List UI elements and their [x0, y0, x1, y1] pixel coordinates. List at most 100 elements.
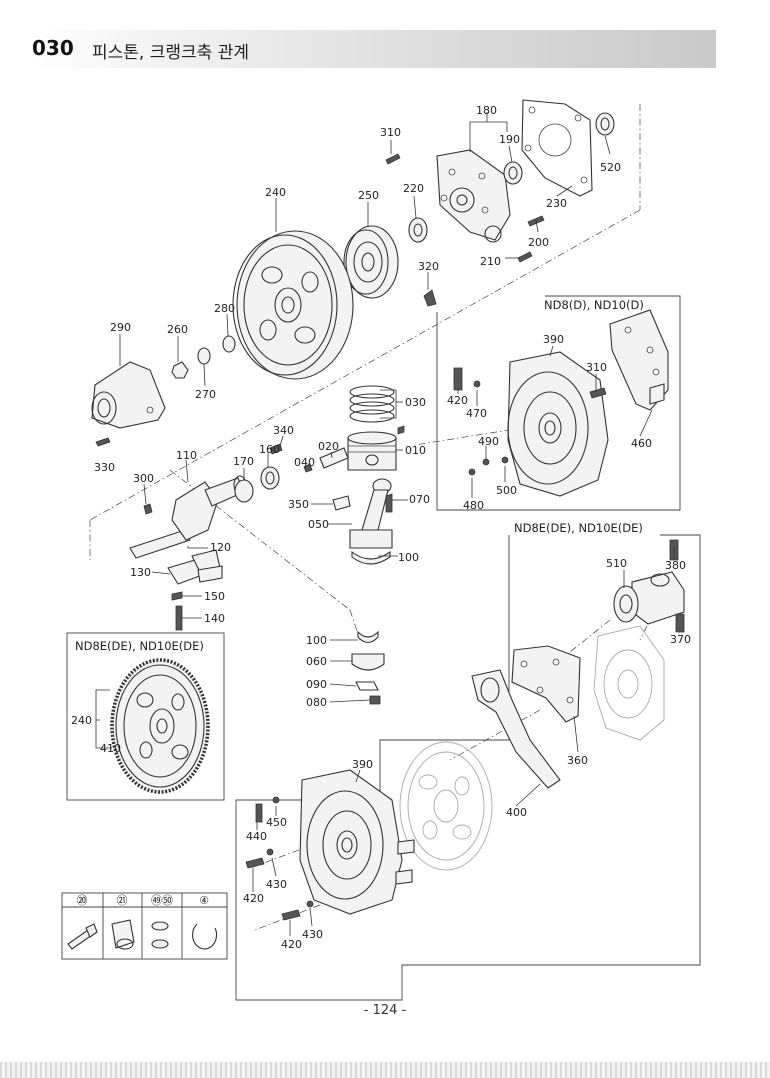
nut-260 — [171, 361, 189, 379]
part-label: 240 — [265, 186, 286, 199]
part-label: 360 — [567, 754, 588, 767]
key-340 — [269, 443, 283, 455]
oil-seal-220 — [408, 217, 428, 243]
part-label: 450 — [266, 816, 287, 829]
connecting-rod — [349, 478, 393, 549]
part-label: 300 — [133, 472, 154, 485]
leader-lines — [95, 112, 680, 936]
part-label: 490 — [478, 435, 499, 448]
bearing-100-upper — [351, 550, 391, 565]
oil-seal-190 — [503, 161, 523, 185]
bolt-440 — [255, 803, 263, 823]
part-label: 270 — [195, 388, 216, 401]
part-label: 060 — [306, 655, 327, 668]
bracket-460 — [609, 309, 669, 411]
box-nd8e-de-right — [235, 534, 701, 1001]
bearing-housing — [91, 361, 166, 429]
piston — [347, 431, 397, 471]
legend-col-3: ㊾㊿ — [151, 894, 173, 907]
part-label: 010 — [405, 444, 426, 457]
part-label: 350 — [288, 498, 309, 511]
gear-cover-faded — [593, 625, 665, 741]
part-label: 320 — [418, 260, 439, 273]
part-label: 260 — [167, 323, 188, 336]
bolt-330 — [95, 437, 111, 447]
part-label: 090 — [306, 678, 327, 691]
bush-350 — [332, 495, 351, 511]
box-label-nd8-d: ND8(D), ND10(D) — [544, 298, 644, 312]
lock-plate-090 — [355, 681, 379, 691]
part-label: 470 — [466, 407, 487, 420]
piston-pin — [319, 447, 349, 469]
bolt-370 — [675, 613, 685, 633]
balance-weights — [167, 549, 223, 585]
legend-bush — [111, 919, 135, 950]
legend-box — [61, 892, 228, 960]
bearing-100-lower — [357, 630, 379, 644]
part-label: 220 — [403, 182, 424, 195]
rod-cap-060 — [351, 653, 385, 671]
part-label: 400 — [506, 806, 527, 819]
bolt-420-a — [245, 857, 265, 869]
bolt-310-top — [385, 153, 401, 165]
gear-cover-390-top — [507, 351, 609, 497]
washer-480 — [468, 468, 476, 476]
footer-strip — [0, 1062, 770, 1078]
legend-col-1: ⑳ — [77, 894, 88, 907]
part-label: 440 — [246, 830, 267, 843]
gear-cover-390-bottom — [299, 769, 415, 915]
washer-280 — [222, 335, 236, 353]
legend-col-2: ㉑ — [117, 894, 128, 907]
legend-snap-ring — [192, 923, 218, 950]
part-label: 390 — [543, 333, 564, 346]
part-label: 080 — [306, 696, 327, 709]
part-label: 480 — [463, 499, 484, 512]
section-header: 030 피스톤, 크랭크축 관계 — [28, 30, 716, 68]
bolt-320 — [423, 289, 437, 307]
gasket — [521, 99, 593, 197]
part-label: 390 — [352, 758, 373, 771]
part-label: 180 — [476, 104, 497, 117]
part-label: 140 — [204, 612, 225, 625]
part-label: 100 — [306, 634, 327, 647]
part-label: 310 — [586, 361, 607, 374]
part-label: 420 — [447, 394, 468, 407]
part-label: 200 — [528, 236, 549, 249]
washer-430-b — [306, 900, 314, 908]
section-number: 030 — [32, 36, 74, 60]
crankshaft — [129, 475, 247, 559]
part-label: 210 — [480, 255, 501, 268]
legend-bolt — [67, 923, 98, 950]
part-label: 370 — [670, 633, 691, 646]
key-300 — [143, 503, 153, 515]
bolt-420-b — [281, 909, 301, 921]
part-label: 500 — [496, 484, 517, 497]
box-label-nd8e-de-right: ND8E(DE), ND10E(DE) — [514, 521, 643, 535]
part-label: 510 — [606, 557, 627, 570]
part-label: 230 — [546, 197, 567, 210]
part-label: 380 — [665, 559, 686, 572]
seal-170 — [234, 479, 254, 503]
part-label: 280 — [214, 302, 235, 315]
part-label: 020 — [318, 440, 339, 453]
nut-080 — [369, 695, 381, 705]
part-label: 410 — [100, 742, 121, 755]
part-label: 120 — [210, 541, 231, 554]
box-nd8e-de-left — [66, 632, 225, 801]
starter-motor — [613, 571, 685, 625]
part-label: 340 — [273, 424, 294, 437]
pulley — [343, 225, 399, 299]
part-label: 290 — [110, 321, 131, 334]
box-label-nd8e-de-left: ND8E(DE), ND10E(DE) — [75, 639, 204, 653]
part-label: 430 — [302, 928, 323, 941]
part-label: 430 — [266, 878, 287, 891]
page-number: - 124 - — [363, 1003, 407, 1018]
oil-seal-520 — [595, 112, 615, 136]
part-label: 170 — [233, 455, 254, 468]
ring-gear-faded — [399, 741, 493, 871]
washer-450 — [272, 796, 280, 804]
part-label: 520 — [600, 161, 621, 174]
legend-rings — [151, 921, 169, 949]
part-label: 190 — [499, 133, 520, 146]
part-label: 250 — [358, 189, 379, 202]
